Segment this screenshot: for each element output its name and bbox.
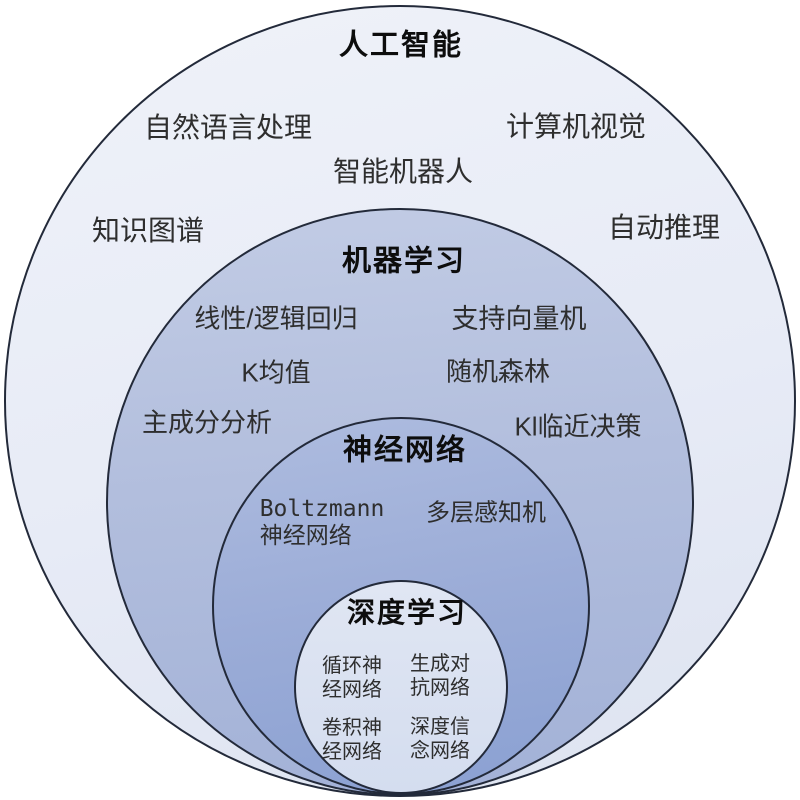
label-deep-learning-title: 深度学习: [346, 597, 468, 629]
label-multilayer-perceptron: 多层感知机: [426, 499, 546, 527]
label-linear-logistic-regression: 线性/逻辑回归: [194, 303, 358, 334]
label-automated-reasoning: 自动推理: [607, 212, 721, 244]
label-k-nearest-neighbor: Kl临近决策: [514, 411, 642, 442]
label-knowledge-graph: 知识图谱: [91, 215, 205, 247]
label-deep-belief-network: 深度信 念网络: [410, 716, 470, 762]
label-random-forest: 随机森林: [445, 356, 551, 387]
circle-deep-learning: [294, 580, 508, 794]
label-boltzmann-neural-network: Boltzmann 神经网络: [259, 495, 385, 549]
label-support-vector-machine: 支持向量机: [451, 303, 587, 334]
label-artificial-intelligence-title: 人工智能: [338, 29, 464, 62]
label-natural-language-processing: 自然语言处理: [143, 112, 313, 144]
label-intelligent-robots: 智能机器人: [332, 156, 474, 188]
label-convolutional-neural-network: 卷积神 经网络: [322, 717, 382, 763]
label-recurrent-neural-network: 循环神 经网络: [322, 655, 382, 701]
label-neural-networks-title: 神经网络: [342, 434, 468, 467]
label-principal-component-analysis: 主成分分析: [141, 407, 273, 438]
label-computer-vision: 计算机视觉: [505, 111, 647, 143]
label-generative-adversarial-network: 生成对 抗网络: [410, 653, 470, 699]
label-k-means: K均值: [241, 357, 311, 388]
label-machine-learning-title: 机器学习: [341, 245, 467, 278]
